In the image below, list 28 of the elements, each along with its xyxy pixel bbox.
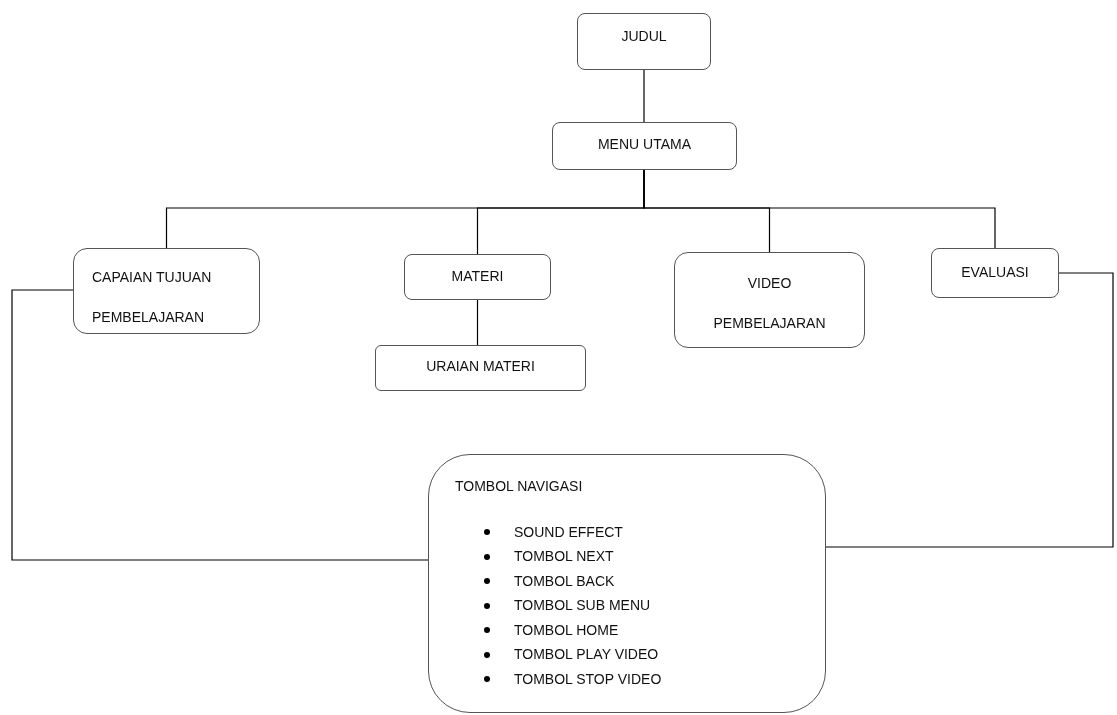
navigation-box (428, 454, 826, 713)
box-label: JUDUL (620, 27, 668, 46)
box-label: EVALUASI (960, 263, 1030, 282)
list-item: SOUND EFFECT (514, 522, 623, 542)
menu-box (375, 345, 586, 391)
menu-box (931, 248, 1059, 298)
menu-box (73, 248, 260, 334)
list-item: TOMBOL NEXT (514, 547, 614, 567)
connector-line (643, 169, 996, 249)
list-item: TOMBOL HOME (514, 620, 619, 640)
box-label: MENU UTAMA (596, 135, 693, 154)
list-item: TOMBOL PLAY VIDEO (514, 645, 659, 665)
box-label: VIDEO PEMBELAJARAN (712, 274, 827, 333)
list-item: TOMBOL STOP VIDEO (514, 669, 662, 689)
menu-box (674, 252, 865, 348)
connector-line (825, 272, 1114, 548)
menu-box (404, 254, 551, 300)
box-label: MATERI (450, 267, 505, 286)
box-label: URAIAN MATERI (425, 357, 536, 376)
connector-line (11, 289, 429, 561)
box-label: CAPAIAN TUJUAN PEMBELAJARAN (92, 268, 213, 327)
menu-box (552, 122, 737, 170)
connector-line (476, 299, 479, 346)
list-item: TOMBOL SUB MENU (514, 596, 651, 616)
list-item: TOMBOL BACK (514, 571, 615, 591)
menu-box (577, 13, 711, 70)
box-heading: TOMBOL NAVIGASI (455, 477, 584, 496)
connector-line (643, 69, 645, 123)
